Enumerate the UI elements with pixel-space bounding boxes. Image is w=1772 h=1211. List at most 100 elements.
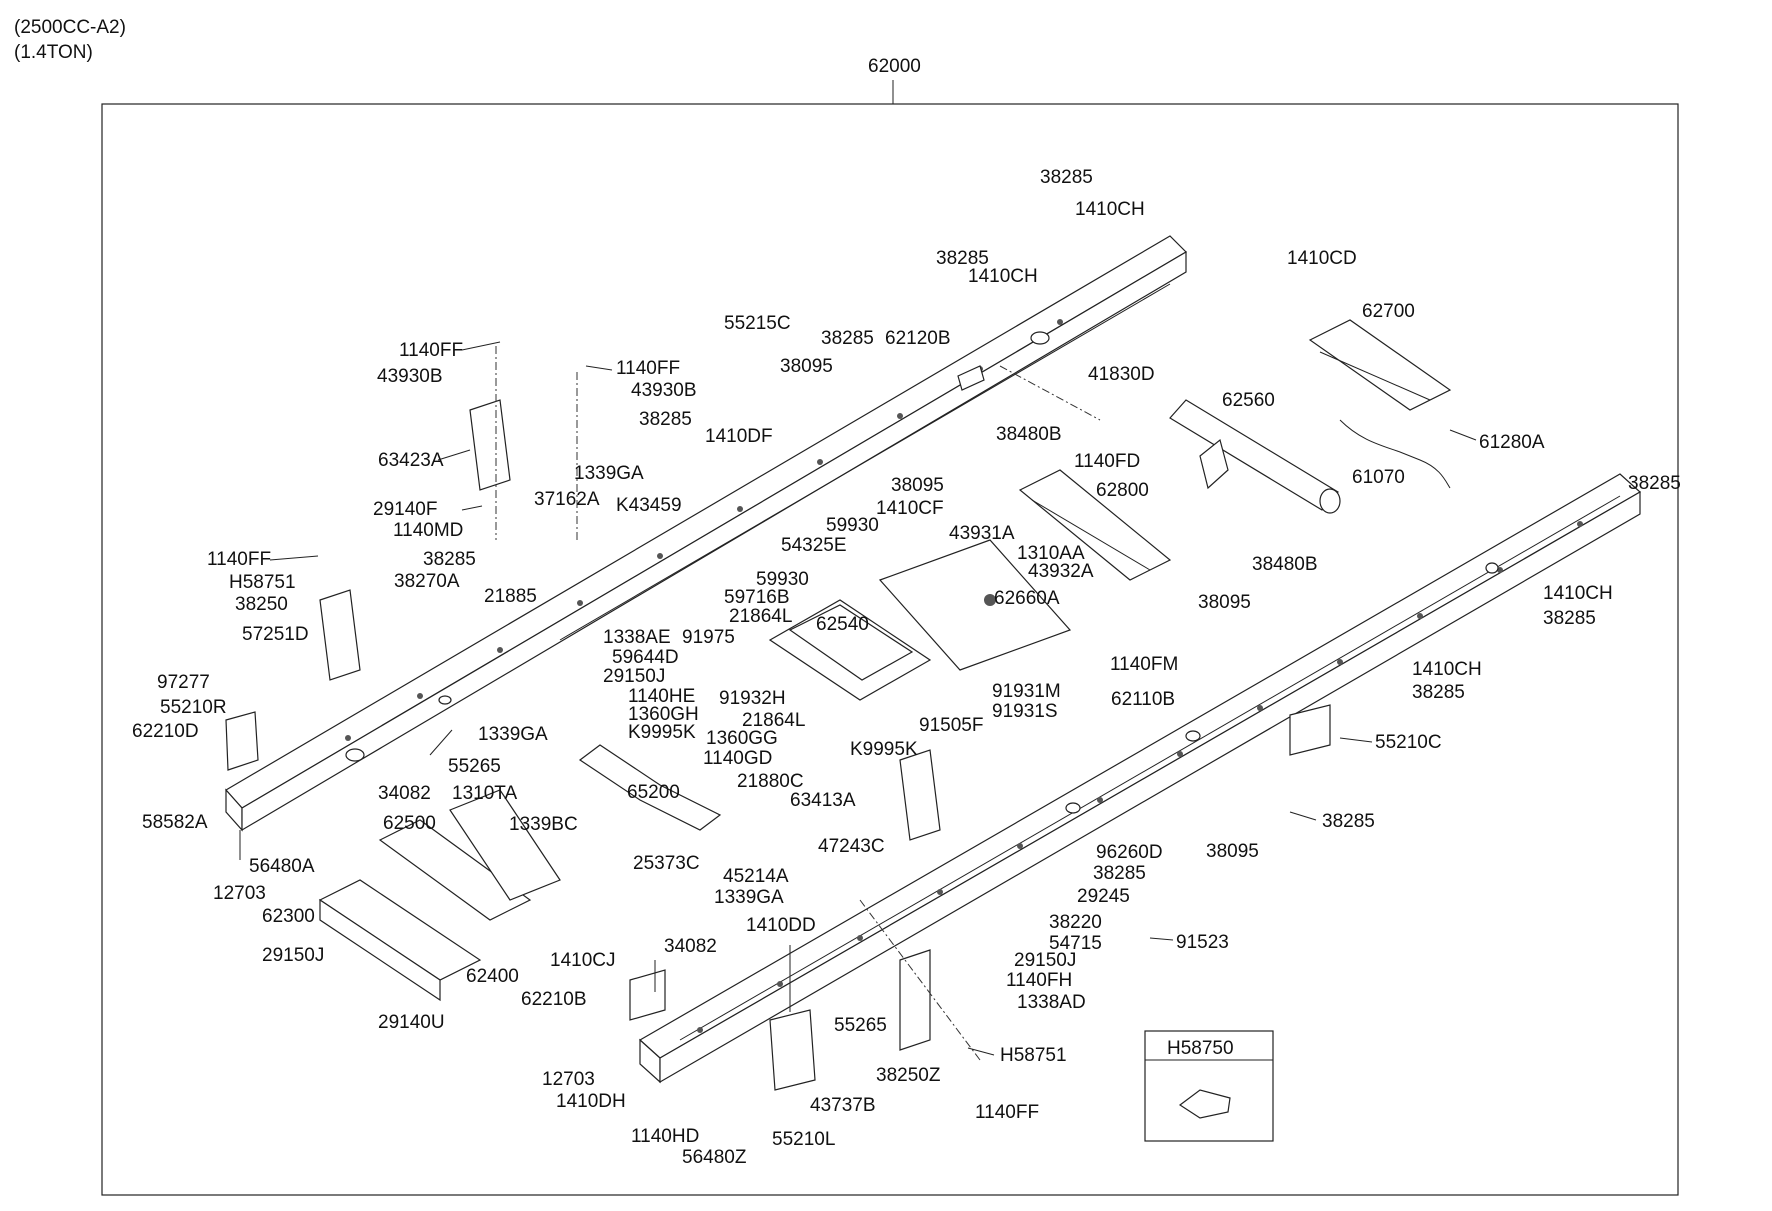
callout-label: 43737B bbox=[810, 1095, 876, 1116]
bracket-38250z bbox=[899, 949, 931, 1051]
callout-label: 34082 bbox=[664, 936, 717, 957]
hanger-62210d bbox=[225, 711, 259, 771]
callout-label: 62700 bbox=[1362, 301, 1415, 322]
callout-label: 38480B bbox=[1252, 554, 1318, 575]
callout-label: 62120B bbox=[885, 328, 951, 349]
callout-label: 1360GH bbox=[628, 704, 699, 725]
callout-label: 1310TA bbox=[452, 783, 517, 804]
callout-label: 97277 bbox=[157, 672, 210, 693]
callout-label: 29140F bbox=[373, 499, 437, 520]
callout-label: 59644D bbox=[612, 647, 679, 668]
callout-label: 1410CH bbox=[1412, 659, 1482, 680]
callout-label: 1360GG bbox=[706, 728, 778, 749]
callout-label: 91505F bbox=[919, 715, 983, 736]
callout-label: 62500 bbox=[383, 813, 436, 834]
callout-label: 63413A bbox=[790, 790, 856, 811]
hanger-55210l bbox=[769, 1009, 816, 1091]
callout-label: 25373C bbox=[633, 853, 700, 874]
inset-bracket-icon bbox=[1178, 1089, 1231, 1119]
callout-label: 12703 bbox=[213, 883, 266, 904]
callout-label: 1339GA bbox=[478, 724, 548, 745]
frame-drawing bbox=[225, 235, 1642, 1091]
callout-label: 43931A bbox=[949, 523, 1015, 544]
callout-label: 55210L bbox=[772, 1129, 835, 1150]
callout-label: 55265 bbox=[834, 1015, 887, 1036]
callout-label: K9995K bbox=[628, 722, 696, 743]
callout-label: 65200 bbox=[627, 782, 680, 803]
callout-label: 1410CJ bbox=[550, 950, 616, 971]
callout-label: 38270A bbox=[394, 571, 460, 592]
callout-label: 1338AE bbox=[603, 627, 671, 648]
model-code: (2500CC-A2) bbox=[14, 17, 126, 38]
callout-label: 43932A bbox=[1028, 561, 1094, 582]
callout-label: 56480A bbox=[249, 856, 315, 877]
callout-label: 57251D bbox=[242, 624, 309, 645]
callout-label: 91523 bbox=[1176, 932, 1229, 953]
callout-label: 34082 bbox=[378, 783, 431, 804]
callout-label: 29245 bbox=[1077, 886, 1130, 907]
callout-label: 38095 bbox=[780, 356, 833, 377]
side-rail-left bbox=[225, 235, 1187, 832]
inset-label: H58750 bbox=[1167, 1038, 1234, 1059]
callout-label: 38285 bbox=[1543, 608, 1596, 629]
callout-label: 91932H bbox=[719, 688, 786, 709]
callout-label: 1410DD bbox=[746, 915, 816, 936]
callout-label: 29140U bbox=[378, 1012, 445, 1033]
callout-label: 1140FF bbox=[616, 358, 680, 379]
callout-label: 38095 bbox=[891, 475, 944, 496]
callout-label: 1338AD bbox=[1017, 992, 1086, 1013]
callout-label: 38285 bbox=[639, 409, 692, 430]
callout-label: 43930B bbox=[631, 380, 697, 401]
callout-label: 45214A bbox=[723, 866, 789, 887]
crossmember-62660a bbox=[878, 539, 1072, 671]
callout-label: 59930 bbox=[756, 569, 809, 590]
callout-label: 96260D bbox=[1096, 842, 1163, 863]
callout-label: 54325E bbox=[781, 535, 847, 556]
tube-62560 bbox=[1169, 399, 1341, 514]
callout-label: 62660A bbox=[994, 588, 1060, 609]
callout-label: 21864L bbox=[729, 606, 792, 627]
crossmember-62500 bbox=[449, 789, 561, 901]
callout-label: 29150J bbox=[262, 945, 324, 966]
callout-label: 38095 bbox=[1198, 592, 1251, 613]
callout-label: 21864L bbox=[742, 710, 805, 731]
crossmember-62700 bbox=[1308, 319, 1452, 411]
callout-label: 55210R bbox=[160, 697, 227, 718]
callout-label: 41830D bbox=[1088, 364, 1155, 385]
callout-label: 91931S bbox=[992, 701, 1058, 722]
callout-label: 62210B bbox=[521, 989, 587, 1010]
callout-label: 1140MD bbox=[393, 520, 463, 541]
callout-label: 55215C bbox=[724, 313, 791, 334]
callout-label: 1140FD bbox=[1074, 451, 1140, 472]
callout-label: 37162A bbox=[534, 489, 600, 510]
bracket-38250 bbox=[319, 589, 361, 681]
bracket-63413a bbox=[899, 749, 941, 841]
callout-label: 55265 bbox=[448, 756, 501, 777]
callout-label: 38285 bbox=[1040, 167, 1093, 188]
callout-label: 62110B bbox=[1111, 689, 1175, 710]
callout-label: 38285 bbox=[1412, 682, 1465, 703]
callout-label: 38480B bbox=[996, 424, 1062, 445]
callout-label: 1140FM bbox=[1110, 654, 1178, 675]
callout-label: 38285 bbox=[423, 549, 476, 570]
callout-label: 59716B bbox=[724, 587, 790, 608]
bracket-63423a bbox=[469, 399, 511, 491]
inset-box bbox=[1144, 1030, 1274, 1142]
callout-label: 1140HE bbox=[628, 686, 695, 707]
callout-label: 91931M bbox=[992, 681, 1061, 702]
callout-label: 38285 bbox=[1322, 811, 1375, 832]
crossmember-62800 bbox=[1018, 469, 1172, 581]
callout-label: 21880C bbox=[737, 771, 804, 792]
callout-label: 1140FF bbox=[975, 1102, 1039, 1123]
callout-label: 1410CH bbox=[968, 266, 1038, 287]
callout-label: 55210C bbox=[1375, 732, 1442, 753]
hanger-55210c bbox=[1289, 704, 1331, 756]
callout-label: 62210D bbox=[132, 721, 199, 742]
callout-label: 1410CD bbox=[1287, 248, 1357, 269]
callout-label: 43930B bbox=[377, 366, 443, 387]
callout-label: 1310AA bbox=[1017, 543, 1085, 564]
callout-label: 38095 bbox=[1206, 841, 1259, 862]
callout-label: 1140GD bbox=[703, 748, 772, 769]
callout-label: H58751 bbox=[1000, 1045, 1067, 1066]
